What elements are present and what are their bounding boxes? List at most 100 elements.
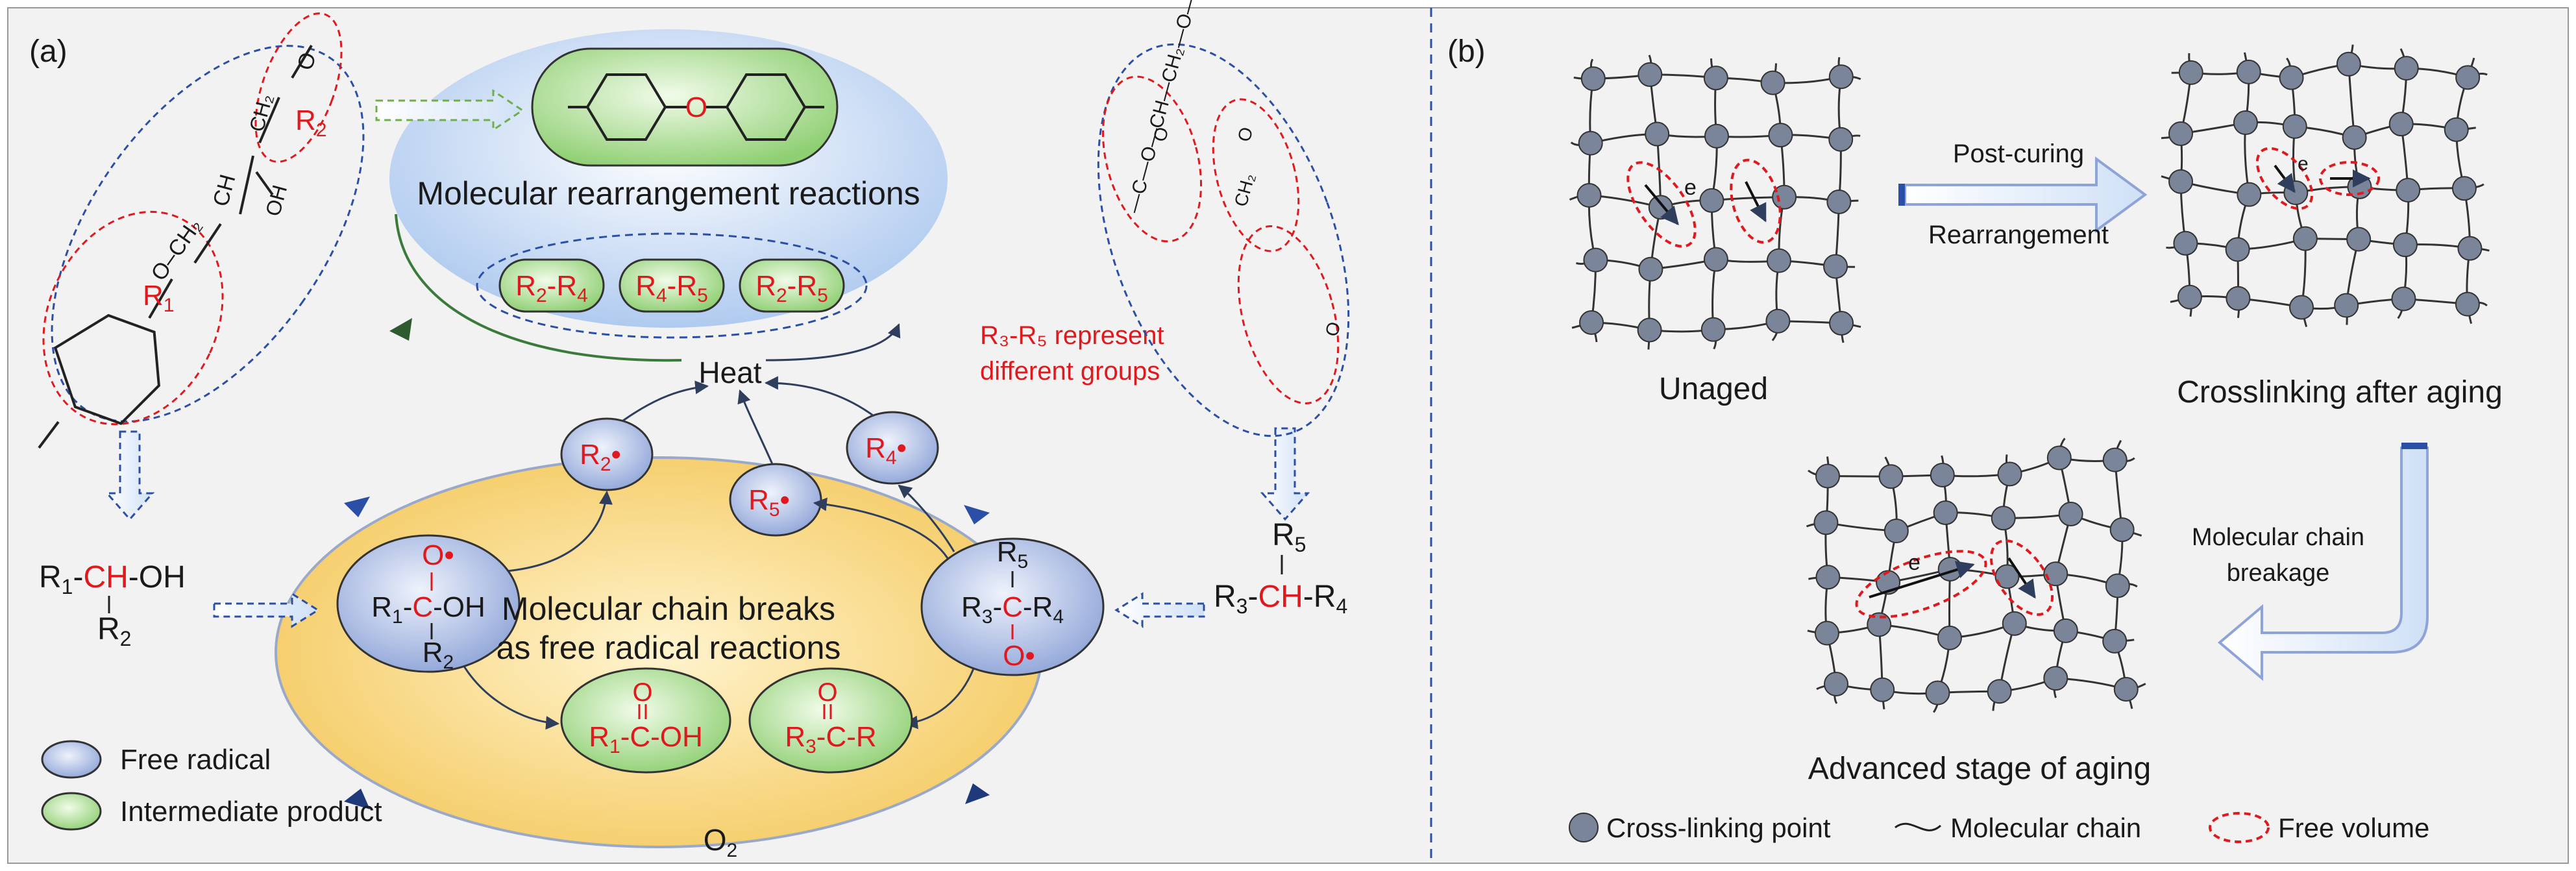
cross-linking-point bbox=[1578, 130, 1603, 156]
cross-linking-point bbox=[1925, 680, 1950, 705]
cross-linking-point bbox=[1703, 247, 1728, 272]
cross-linking-point bbox=[1883, 519, 1909, 544]
groups-note-line1: R₃-R₅ represent bbox=[980, 321, 1164, 350]
cross-linking-point bbox=[1772, 184, 1797, 210]
radical-r2: R2• bbox=[560, 417, 654, 491]
cross-linking-point bbox=[1824, 671, 1849, 696]
free-volume-arrows bbox=[1644, 164, 2371, 599]
cross-linking-point bbox=[2177, 284, 2202, 310]
breakage-arrow bbox=[2217, 447, 2429, 681]
cross-linking-point bbox=[1829, 311, 1854, 336]
product-pill: R2-R5 bbox=[739, 258, 845, 313]
heat-to-rearrangement-arrow bbox=[765, 323, 901, 362]
radical-alkoxy-right: R5 R3-C-R4 O• bbox=[920, 536, 1105, 676]
cross-linking-point bbox=[1878, 464, 1904, 489]
left-top-arrow bbox=[375, 89, 524, 132]
cross-linking-point bbox=[2043, 561, 2068, 587]
free-volume-e-label: e bbox=[1684, 175, 1697, 200]
cross-linking-point bbox=[2002, 611, 2027, 636]
legend-chain-swatch bbox=[1895, 822, 1942, 831]
cross-linking-point bbox=[2292, 226, 2318, 251]
groups-note-line2: different groups bbox=[980, 357, 1160, 386]
svg-text:R3-C-R: R3-C-R bbox=[785, 721, 876, 757]
cross-linking-point bbox=[1768, 123, 1793, 148]
legend-volume-label: Free volume bbox=[2278, 813, 2429, 843]
legend-node-swatch bbox=[1569, 813, 1599, 842]
legend-intermediate-label: Intermediate product bbox=[120, 796, 382, 828]
radical-alkoxy-left: O• R1-C-OH R2 bbox=[336, 534, 521, 673]
cross-linking-point bbox=[1703, 66, 1728, 91]
svg-text:O: O bbox=[632, 678, 652, 707]
cross-linking-point bbox=[2046, 445, 2072, 471]
breakage-label-line1: Molecular chain bbox=[2192, 524, 2364, 551]
cross-linking-point bbox=[1766, 248, 1791, 273]
cross-linking-point bbox=[1638, 62, 1663, 87]
cross-linking-point bbox=[1828, 127, 1854, 152]
svg-text:O: O bbox=[817, 678, 837, 707]
product-pill: R4-R5 bbox=[619, 258, 725, 313]
legend-free-radical-swatch bbox=[41, 740, 102, 779]
legend-free-radical-label: Free radical bbox=[120, 744, 271, 776]
cross-linking-point bbox=[1870, 677, 1895, 702]
cross-linking-point bbox=[1813, 510, 1839, 535]
svg-text:R1-CH-OH: R1-CH-OH bbox=[39, 560, 186, 598]
cross-linking-point bbox=[1991, 506, 2016, 531]
cross-linking-point bbox=[1699, 188, 1724, 213]
cross-linking-point bbox=[1579, 310, 1604, 336]
cross-linking-point bbox=[1648, 195, 1673, 220]
cross-linking-point bbox=[1930, 462, 1955, 487]
cross-linking-point bbox=[2233, 110, 2258, 136]
cross-linking-point bbox=[1700, 317, 1726, 342]
rearrangement-title: Molecular rearrangement reactions bbox=[417, 175, 920, 212]
free-volume-e-label: e bbox=[2298, 153, 2309, 175]
cross-linking-point bbox=[2236, 59, 2261, 84]
crosslinked-label: Crosslinking after aging bbox=[2177, 375, 2503, 410]
heat-label: Heat bbox=[698, 356, 761, 389]
cycle-arrowhead bbox=[964, 505, 990, 524]
svg-text:R2-R4: R2-R4 bbox=[515, 270, 588, 306]
products-group bbox=[476, 232, 868, 339]
arrowhead bbox=[389, 318, 412, 341]
svg-text:R1-C-OH: R1-C-OH bbox=[589, 721, 703, 757]
cross-linking-point bbox=[1933, 500, 1958, 526]
cross-linking-point bbox=[2388, 112, 2414, 137]
cross-linking-point bbox=[2391, 286, 2416, 312]
cross-linking-point bbox=[2346, 227, 2372, 252]
cross-linking-point bbox=[2113, 677, 2139, 702]
left-down-arrow bbox=[104, 430, 155, 521]
cross-linking-point bbox=[2058, 502, 2083, 527]
svg-text:R5•: R5• bbox=[748, 484, 790, 521]
cross-linking-point bbox=[2334, 293, 2359, 318]
chain-breaks-line2: as free radical reactions bbox=[497, 630, 841, 666]
arrow-tail bbox=[1898, 184, 1905, 206]
svg-text:R1-C-OH: R1-C-OH bbox=[371, 591, 485, 628]
arrow-tail bbox=[2401, 443, 2427, 449]
cross-linking-point bbox=[2043, 666, 2068, 691]
cross-linking-point bbox=[2168, 121, 2194, 147]
product-pill: R2-R4 bbox=[498, 258, 605, 313]
cross-linking-point bbox=[2226, 286, 2251, 311]
cross-linking-point bbox=[2444, 117, 2469, 142]
advanced-label: Advanced stage of aging bbox=[1808, 752, 2151, 786]
svg-text:R2-R5: R2-R5 bbox=[755, 270, 828, 306]
cross-linking-point bbox=[2237, 182, 2262, 207]
cross-linking-point bbox=[2394, 56, 2419, 81]
cross-linking-point bbox=[1814, 620, 1839, 646]
carboxylic-acid-product: O R1-C-OH bbox=[560, 667, 731, 774]
legend-node-label: Cross-linking point bbox=[1606, 813, 1831, 843]
cross-linking-point bbox=[1760, 70, 1785, 95]
cross-linking-point bbox=[2342, 125, 2367, 150]
free-volume-e-label: e bbox=[1908, 550, 1920, 575]
ether-oxygen: O bbox=[685, 92, 707, 123]
cross-linking-point bbox=[2451, 176, 2477, 201]
cross-linking-point bbox=[2288, 295, 2314, 320]
rearrangement-return-arrow bbox=[395, 214, 682, 362]
legend-chain-label: Molecular chain bbox=[1950, 813, 2141, 843]
cross-linking-point bbox=[2178, 60, 2203, 85]
right-precursor: R5 R3-CH-R4 bbox=[1214, 518, 1347, 618]
rearrangement-label: Rearrangement bbox=[1928, 221, 2109, 249]
svg-text:O•: O• bbox=[1003, 640, 1035, 672]
cross-linking-point bbox=[1638, 256, 1663, 282]
cross-linking-point bbox=[1867, 612, 1892, 637]
cross-linking-point bbox=[1583, 247, 1608, 273]
